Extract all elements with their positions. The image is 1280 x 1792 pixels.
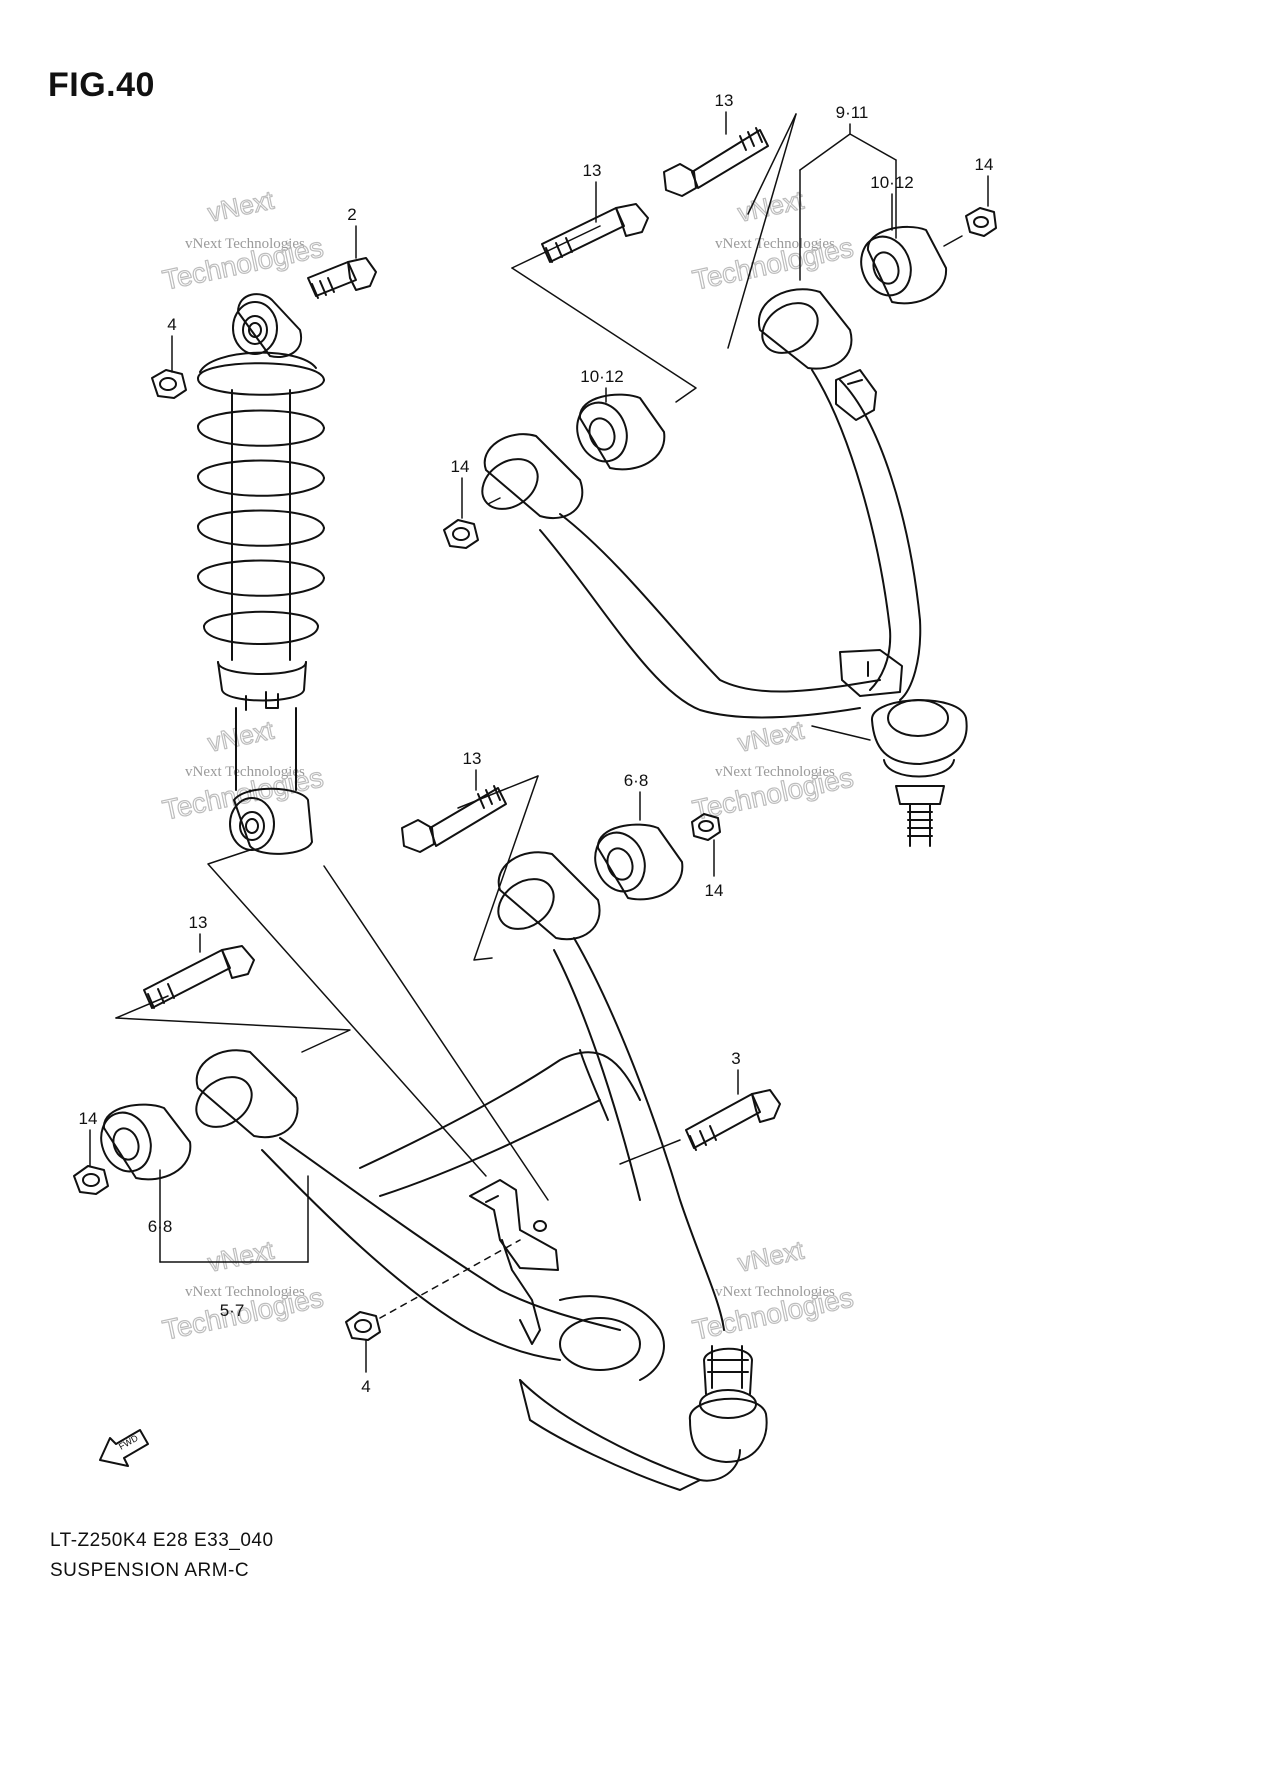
callout-4-bottom: 4 <box>361 1377 370 1396</box>
bushing-upper-front <box>860 226 948 305</box>
watermark-small: vNext Technologies <box>715 1284 835 1300</box>
callout-10-12-rear: 10·12 <box>580 367 623 386</box>
upper-guide-lines <box>487 113 963 741</box>
callout-6-8-front: 6·8 <box>624 771 649 790</box>
nut-part-14-upper-left <box>443 519 479 549</box>
callout-5-7: 5·7 <box>220 1301 245 1320</box>
bolt-lower-13-a <box>401 785 507 853</box>
watermark-top-left: vNext vNext Technologies Technologies <box>159 184 327 297</box>
watermark-group: vNext vNext Technologies Technologies vN… <box>159 184 857 1347</box>
callout-10-12-front: 10·12 <box>870 173 913 192</box>
lower-arm <box>195 851 768 1491</box>
watermark-line1: vNext <box>735 1235 807 1278</box>
bolt-part-2 <box>307 257 377 299</box>
bolt-lower-13-b <box>143 945 255 1009</box>
bushing-lower-front <box>594 823 684 901</box>
bushing-lower-rear <box>100 1103 192 1181</box>
watermark-small: vNext Technologies <box>715 764 835 780</box>
callout-13-lower-b: 13 <box>189 913 208 932</box>
watermark-mid-left: vNext vNext Technologies Technologies <box>159 714 327 827</box>
callout-2: 2 <box>347 205 356 224</box>
lower-guide-lines <box>115 775 681 1319</box>
bracket-6-8-and-5-7 <box>159 1169 309 1263</box>
nut-part-4-bottom <box>345 1311 381 1341</box>
bolt-part-3 <box>685 1089 781 1151</box>
callout-leader-lines <box>89 111 989 1373</box>
watermark-line1: vNext <box>735 715 807 758</box>
callout-14-lower-left: 14 <box>79 1109 98 1128</box>
nut-part-14-lower-right <box>691 813 721 841</box>
bolt-upper-13-b <box>663 127 769 197</box>
callout-14-lower-right: 14 <box>705 881 724 900</box>
upper-arm <box>481 288 968 847</box>
callout-14-upper-right: 14 <box>975 155 994 174</box>
figure-name: SUSPENSION ARM-C <box>50 1560 250 1581</box>
bushing-upper-rear <box>576 393 666 471</box>
watermark-line1: vNext <box>205 185 277 228</box>
model-code: LT-Z250K4 E28 E33_040 <box>50 1530 274 1551</box>
callout-labels: 2 4 13 13 9·11 10·12 14 10·12 14 13 6·8 … <box>79 91 994 1396</box>
nut-part-14-lower-left <box>73 1165 109 1195</box>
watermark-small: vNext Technologies <box>185 236 305 252</box>
callout-3: 3 <box>731 1049 740 1068</box>
callout-13-upper-a: 13 <box>583 161 602 180</box>
shock-absorber <box>196 293 325 855</box>
bolt-upper-13-a <box>541 203 649 263</box>
watermark-small: vNext Technologies <box>715 236 835 252</box>
watermark-bottom-right: vNext vNext Technologies Technologies <box>689 1234 857 1347</box>
callout-4-top: 4 <box>167 315 176 334</box>
watermark-line1: vNext <box>205 715 277 758</box>
watermark-line1: vNext <box>735 185 807 228</box>
figure-title: FIG.40 <box>48 66 155 104</box>
callout-13-lower-a: 13 <box>463 749 482 768</box>
callout-14-upper-left: 14 <box>451 457 470 476</box>
callout-13-upper-b: 13 <box>715 91 734 110</box>
watermark-small: vNext Technologies <box>185 764 305 780</box>
nut-part-4-top <box>151 369 187 399</box>
watermark-bottom-left: vNext vNext Technologies Technologies <box>159 1234 327 1347</box>
bracket-9-11 <box>799 123 897 281</box>
fwd-arrow-badge: FWD <box>99 1429 149 1467</box>
nut-part-14-upper-right <box>965 207 997 237</box>
fwd-label: FWD <box>117 1433 140 1452</box>
watermark-top-right: vNext vNext Technologies Technologies <box>689 184 857 297</box>
callout-9-11: 9·11 <box>836 103 869 122</box>
callout-6-8-rear: 6·8 <box>148 1217 173 1236</box>
watermark-line1: vNext <box>205 1235 277 1278</box>
watermark-small: vNext Technologies <box>185 1284 305 1300</box>
